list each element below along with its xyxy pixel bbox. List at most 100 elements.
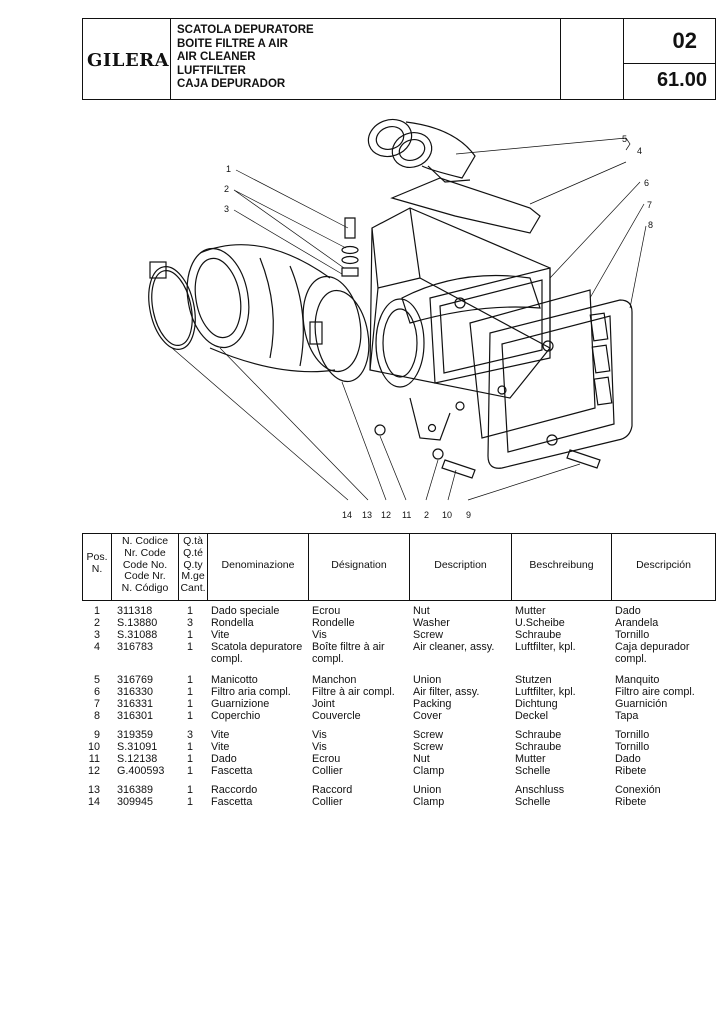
cell-code: 319359 [117, 729, 154, 741]
callout-12: 12 [381, 510, 391, 520]
header-code-line: N. Código [121, 582, 169, 595]
number-divider [624, 63, 715, 64]
cell-qty: 1 [186, 796, 193, 808]
cell-it: Filtro aria compl. [211, 686, 291, 698]
cell-es: Manquito [615, 674, 660, 686]
header-it-label: Denominazione [221, 559, 295, 571]
gasket-part [469, 289, 596, 439]
cell-es: Tornillo [615, 729, 650, 741]
cell-code: S.12138 [117, 753, 158, 765]
cell-pos: 7 [93, 698, 100, 710]
cell-en: Union [413, 674, 442, 686]
cell-en: Air cleaner, assy. [413, 641, 495, 653]
header-es: Descripción [611, 534, 715, 600]
header-code-line: Code No. [122, 558, 168, 571]
section-number: 02 [672, 28, 697, 53]
cell-de: Schelle [515, 765, 551, 777]
cell-pos: 10 [87, 741, 100, 753]
cell-pos: 5 [93, 674, 100, 686]
cell-es: Tornillo [615, 741, 650, 753]
cell-it: Fascetta [211, 796, 253, 808]
cell-pos: 4 [93, 641, 100, 653]
header-qty-line: M.ge [181, 570, 205, 583]
cell-it: Fascetta [211, 765, 253, 777]
cell-fr: Collier [312, 765, 343, 777]
cell-es: Tornillo [615, 629, 650, 641]
cell-qty: 1 [186, 698, 193, 710]
cell-code: 311318 [117, 605, 153, 617]
number-cell: 02 61.00 [623, 19, 715, 99]
cell-qty: 1 [186, 641, 193, 653]
cover-part [487, 299, 633, 469]
parts-table-header: Pos. N. N. Codice Nr. Code Code No. Code… [82, 533, 716, 601]
cell-pos: 11 [88, 753, 100, 765]
title-es: CAJA DEPURADOR [177, 78, 286, 91]
cell-qty: 1 [186, 674, 193, 686]
cell-code: 316331 [117, 698, 154, 710]
cell-it: Vite [211, 741, 230, 753]
title-fr: BOITE FILTRE A AIR [177, 37, 288, 50]
callout-10: 10 [442, 510, 452, 520]
header-qty-line: Q.té [183, 546, 203, 559]
cell-es: Caja depurador compl. [615, 641, 690, 665]
cell-qty: 1 [186, 784, 193, 796]
cell-de: Anschluss [515, 784, 565, 796]
cell-es: Conexión [615, 784, 661, 796]
cell-de: Mutter [515, 605, 546, 617]
header-qty: Q.tà Q.té Q.ty M.ge Cant. [178, 534, 207, 600]
cell-code: 316301 [117, 710, 154, 722]
callout-8: 8 [648, 220, 653, 230]
cell-en: Washer [413, 617, 450, 629]
cell-es: Arandela [615, 617, 659, 629]
cell-pos: 8 [93, 710, 100, 722]
callout-3: 3 [224, 204, 229, 214]
rubber-union-part [186, 244, 362, 373]
callout-11: 11 [402, 510, 411, 520]
cell-code: 316769 [117, 674, 154, 686]
cell-es: Ribete [615, 765, 647, 777]
cell-fr: Vis [312, 729, 327, 741]
title-en: AIR CLEANER [177, 51, 256, 64]
cell-code: 316389 [117, 784, 154, 796]
header-pos: Pos. N. [83, 534, 111, 600]
cell-qty: 1 [186, 629, 193, 641]
cell-it: Dado [211, 753, 237, 765]
cell-en: Screw [413, 741, 443, 753]
header-qty-line: Q.ty [183, 558, 203, 571]
cell-pos: 3 [93, 629, 100, 641]
cell-pos: 13 [87, 784, 100, 796]
cell-it: Scatola depuratore compl. [211, 641, 303, 665]
brand-logo: GILERA [87, 50, 170, 71]
cell-code: G.400593 [117, 765, 165, 777]
cell-en: Screw [413, 629, 443, 641]
callout-2b: 2 [424, 510, 429, 520]
page-header: GILERA SCATOLA DEPURATORE BOITE FILTRE A… [82, 18, 716, 100]
hardware-parts [341, 217, 601, 479]
cell-pos: 1 [93, 605, 100, 617]
clamp-parts [148, 261, 370, 383]
cell-de: Schraube [515, 741, 562, 753]
cell-fr: Ecrou [312, 605, 341, 617]
cell-code: 316330 [117, 686, 154, 698]
cell-qty: 3 [186, 617, 193, 629]
header-es-label: Descripción [636, 559, 691, 571]
cell-code: S.31091 [117, 741, 158, 753]
cell-en: Nut [413, 605, 430, 617]
callout-9: 9 [466, 510, 471, 520]
cell-en: Cover [413, 710, 442, 722]
callout-5: 5 [622, 134, 627, 144]
cell-qty: 1 [186, 686, 193, 698]
cell-it: Vite [211, 729, 230, 741]
header-qty-line: Q.tà [183, 535, 203, 547]
cell-fr: Vis [312, 741, 327, 753]
filter-element-part [429, 267, 551, 384]
